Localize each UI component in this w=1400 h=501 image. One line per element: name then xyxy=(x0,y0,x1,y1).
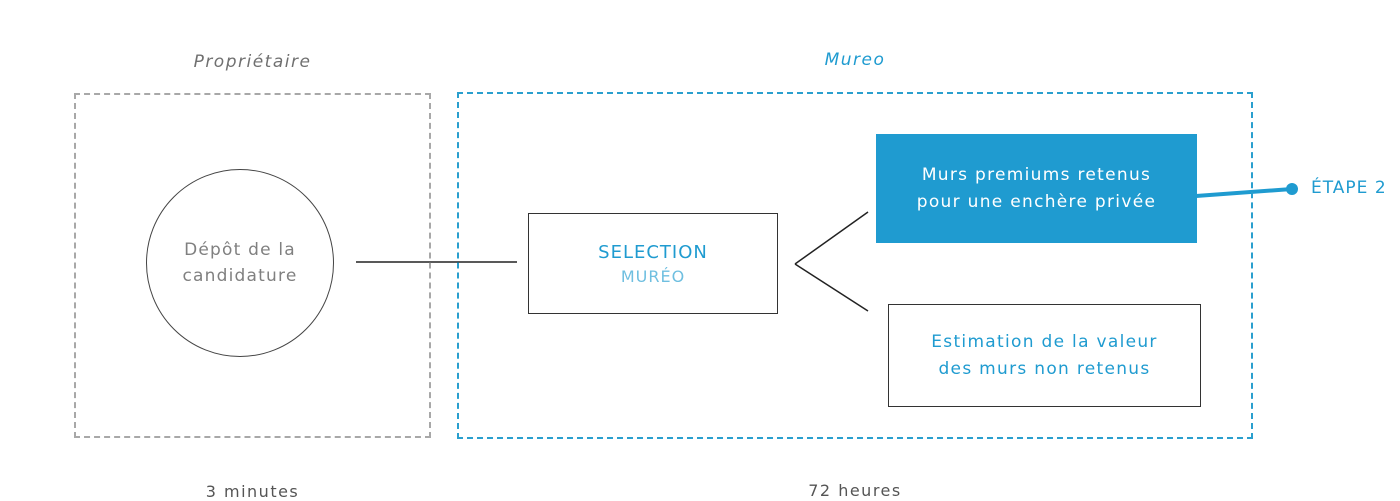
step-endpoint-dot xyxy=(1286,183,1298,195)
section-label-owner: Propriétaire xyxy=(193,52,312,72)
premium-box: Murs premiums retenus pour une enchère p… xyxy=(876,134,1197,243)
section-label-mureo: Mureo xyxy=(824,50,886,70)
duration-mureo: 72 heures xyxy=(808,481,902,500)
connector-premium-to-step xyxy=(1194,187,1294,198)
duration-owner: 3 minutes xyxy=(205,482,300,501)
estimation-box: Estimation de la valeur des murs non ret… xyxy=(888,304,1201,407)
submission-circle: Dépôt de la candidature xyxy=(146,169,334,357)
selection-line-2: MURÉO xyxy=(620,266,686,286)
connector-selection-to-premium xyxy=(794,211,869,265)
mureo-section-box xyxy=(457,92,1253,439)
connector-selection-to-estimation xyxy=(794,263,869,312)
owner-section-box xyxy=(74,93,431,438)
premium-line-2: pour une enchère privée xyxy=(916,191,1157,212)
estimation-line-1: Estimation de la valeur xyxy=(931,331,1158,352)
selection-line-1: SELECTION xyxy=(598,241,708,263)
selection-box: SELECTION MURÉO xyxy=(528,213,778,314)
premium-line-1: Murs premiums retenus xyxy=(921,164,1152,185)
estimation-line-2: des murs non retenus xyxy=(938,358,1151,379)
submission-line-1: Dépôt de la xyxy=(184,240,296,260)
step-label: ÉTAPE 2 xyxy=(1311,178,1387,198)
submission-line-2: candidature xyxy=(182,266,298,286)
